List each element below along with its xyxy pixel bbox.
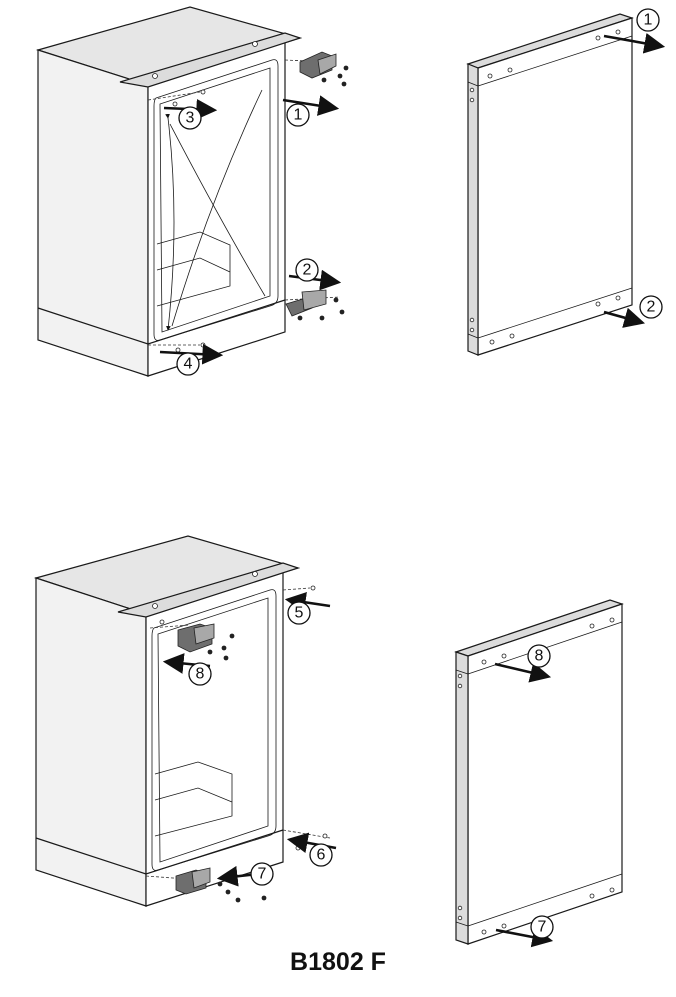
step-marker-7: 7 (530, 915, 554, 939)
model-label: B1802 F (290, 948, 386, 976)
step-marker-1: 1 (636, 8, 660, 32)
step-number: 7 (258, 866, 267, 883)
step-marker-2: 2 (639, 295, 663, 319)
step-number: 8 (535, 648, 544, 665)
step-number: 8 (196, 666, 205, 683)
step-marker-1: 1 (286, 103, 310, 127)
step-marker-8: 8 (527, 644, 551, 668)
step-marker-3: 3 (178, 106, 202, 130)
step-number: 3 (186, 110, 195, 127)
step-number: 6 (317, 847, 326, 864)
step-number: 1 (644, 12, 653, 29)
door-panel-top-illustration (466, 13, 666, 356)
cabinet-bottom-illustration (33, 535, 337, 907)
step-marker-7: 7 (250, 862, 274, 886)
step-number: 5 (295, 605, 304, 622)
step-marker-8: 8 (188, 662, 212, 686)
hinge-icon (285, 289, 345, 321)
step-number: 1 (294, 107, 303, 124)
step-number: 4 (184, 356, 193, 373)
hinge-icon (299, 51, 349, 87)
step-number: 7 (538, 919, 547, 936)
step-number: 2 (647, 299, 656, 316)
step-number: 2 (303, 262, 312, 279)
step-marker-5: 5 (287, 601, 311, 625)
step-marker-6: 6 (309, 843, 333, 867)
hinge-icon (177, 623, 235, 661)
step-marker-2: 2 (295, 258, 319, 282)
step-marker-4: 4 (176, 352, 200, 376)
hinge-icon (175, 867, 267, 903)
cabinet-top-illustration (35, 6, 349, 377)
